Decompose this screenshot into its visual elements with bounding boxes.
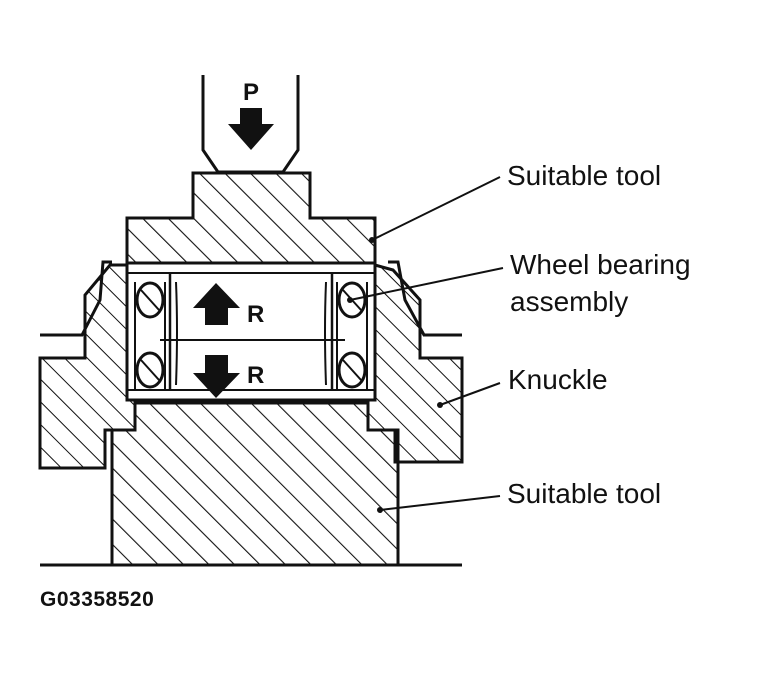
reaction-down-arrow-icon (193, 355, 240, 398)
label-knuckle: Knuckle (508, 364, 608, 395)
press-arrow-icon (228, 108, 274, 150)
wheel-bearing-assembly (125, 261, 377, 402)
label-bottom-suitable-tool: Suitable tool (507, 478, 662, 509)
label-wheel-bearing-line2: assembly (510, 286, 629, 317)
bearing-ball (135, 281, 165, 319)
top-suitable-tool (125, 171, 377, 265)
bearing-ball (135, 351, 165, 389)
figure-code: G03358520 (40, 588, 155, 611)
reaction-up-arrow-icon (193, 283, 240, 325)
label-wheel-bearing-line1: Wheel bearing (510, 249, 691, 280)
leader-lines (349, 176, 504, 511)
reaction-down-label: R (247, 362, 264, 389)
reaction-up-label: R (247, 301, 264, 328)
knuckle-left (38, 260, 137, 470)
leader-dots (347, 237, 443, 513)
bearing-ball (337, 351, 367, 389)
press-label: P (243, 79, 259, 106)
label-top-suitable-tool: Suitable tool (507, 160, 662, 191)
bottom-suitable-tool (110, 401, 400, 567)
